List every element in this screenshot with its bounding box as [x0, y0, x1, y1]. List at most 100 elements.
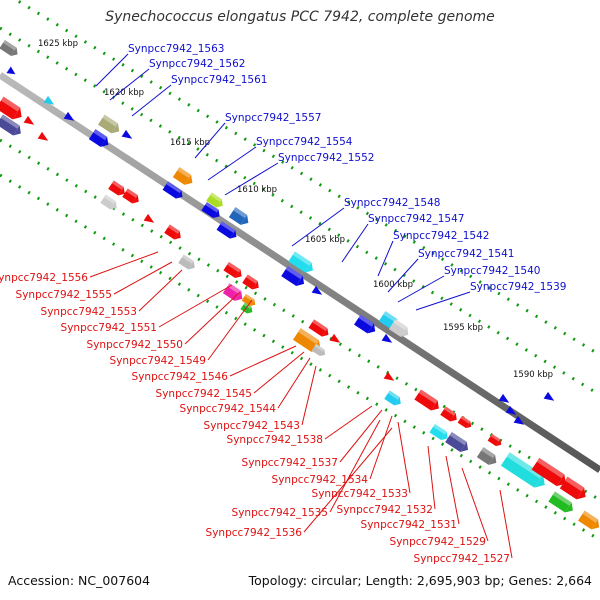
reverse-gene-label: Synpcc7942_1538 [227, 434, 323, 446]
forward-gene-12[interactable] [216, 221, 240, 241]
forward-gene-label: Synpcc7942_1548 [344, 197, 440, 209]
reverse-gene-31[interactable] [548, 491, 576, 515]
forward-gene-label: Synpcc7942_1554 [256, 136, 353, 148]
reverse-gene-10[interactable] [223, 261, 244, 281]
reverse-gene-15[interactable] [308, 319, 332, 339]
reverse-gene-label: Synpcc7942_1531 [361, 519, 457, 531]
scale-label: 1615 kbp [170, 138, 210, 148]
forward-gene-20[interactable] [498, 393, 512, 406]
forward-gene-14[interactable] [281, 266, 307, 289]
reverse-gene-label: Synpcc7942_1549 [110, 355, 206, 367]
forward-gene-2[interactable] [43, 95, 57, 108]
scale-labels: 1625 kbp 1620 kbp 1615 kbp 1610 kbp 1605 kbp… [38, 39, 553, 380]
forward-gene-label: Synpcc7942_1562 [149, 58, 245, 70]
forward-gene-1[interactable] [6, 66, 17, 77]
forward-gene-22[interactable] [513, 415, 527, 428]
reverse-gene-label: Synpcc7942_1537 [242, 457, 338, 469]
scale-label: 1605 kbp [305, 235, 345, 245]
reverse-gene-16[interactable] [329, 333, 343, 346]
scale-label: 1595 kbp [443, 323, 483, 333]
forward-gene-5[interactable] [88, 129, 112, 150]
forward-gene-21[interactable] [505, 405, 519, 418]
forward-strand-genes[interactable] [0, 39, 557, 428]
reverse-gene-7[interactable] [164, 224, 183, 242]
scale-label: 1625 kbp [38, 39, 78, 49]
forward-gene-label: Synpcc7942_1552 [278, 152, 374, 164]
forward-gene-19[interactable] [381, 333, 395, 346]
reverse-gene-4[interactable] [108, 180, 127, 198]
forward-gene-11[interactable] [228, 207, 252, 228]
reverse-gene-label: Synpcc7942_1555 [16, 289, 112, 301]
reverse-gene-18[interactable] [311, 343, 328, 358]
reverse-gene-5[interactable] [122, 188, 141, 206]
reverse-gene-24[interactable] [429, 423, 450, 443]
reverse-gene-21[interactable] [384, 390, 403, 408]
forward-gene-label: Synpcc7942_1542 [393, 230, 489, 242]
reverse-gene-30[interactable] [559, 476, 590, 503]
forward-gene-17[interactable] [354, 314, 378, 337]
forward-gene-0[interactable] [0, 39, 20, 59]
reverse-strand-genes[interactable] [0, 96, 600, 533]
accession-text: Accession: NC_007604 [8, 573, 151, 588]
reverse-gene-label: Synpcc7942_1534 [272, 474, 369, 486]
forward-gene-23[interactable] [543, 391, 557, 404]
forward-gene-18[interactable] [388, 319, 412, 340]
reverse-gene-label: Synpcc7942_1533 [312, 488, 408, 500]
forward-gene-13[interactable] [288, 251, 316, 275]
forward-gene-8[interactable] [162, 181, 186, 201]
reverse-gene-26[interactable] [476, 447, 500, 468]
forward-gene-label: Synpcc7942_1540 [444, 265, 540, 277]
reverse-gene-6[interactable] [100, 194, 119, 212]
forward-gene-label: Synpcc7942_1563 [128, 43, 224, 55]
reverse-gene-9[interactable] [178, 254, 197, 272]
reverse-gene-label: Synpcc7942_1556 [0, 272, 88, 284]
forward-gene-3[interactable] [63, 111, 77, 124]
reverse-gene-label: Synpcc7942_1536 [206, 527, 303, 539]
forward-gene-7[interactable] [172, 167, 196, 188]
reverse-gene-8[interactable] [143, 213, 157, 226]
reverse-gene-11[interactable] [242, 274, 261, 292]
forward-gene-6[interactable] [121, 129, 135, 142]
reverse-gene-label: Synpcc7942_1527 [414, 553, 510, 565]
forward-gene-labels: Synpcc7942_1563Synpcc7942_1562Synpcc7942… [95, 43, 566, 311]
scale-label: 1620 kbp [104, 88, 144, 98]
scale-label: 1600 kbp [373, 280, 413, 290]
topology-summary-text: Topology: circular; Length: 2,695,903 bp… [248, 573, 592, 588]
forward-gene-label: Synpcc7942_1541 [418, 248, 514, 260]
reverse-gene-label: Synpcc7942_1532 [337, 504, 433, 516]
scale-label: 1610 kbp [237, 185, 277, 195]
reverse-gene-3[interactable] [37, 131, 51, 144]
forward-gene-label: Synpcc7942_1539 [470, 281, 566, 293]
forward-gene-label: Synpcc7942_1557 [225, 112, 321, 124]
reverse-gene-label: Synpcc7942_1529 [390, 536, 486, 548]
forward-gene-label: Synpcc7942_1561 [171, 74, 267, 86]
reverse-gene-label: Synpcc7942_1535 [232, 507, 328, 519]
reverse-gene-22[interactable] [440, 406, 459, 424]
reverse-gene-0[interactable] [0, 96, 25, 123]
reverse-gene-32[interactable] [578, 510, 600, 533]
reverse-gene-label: Synpcc7942_1551 [61, 322, 157, 334]
reverse-gene-label: Synpcc7942_1543 [204, 420, 300, 432]
reverse-gene-19[interactable] [383, 371, 397, 384]
reverse-gene-28[interactable] [500, 452, 549, 491]
map-title: Synechococcus elongatus PCC 7942, comple… [105, 9, 495, 25]
forward-gene-15[interactable] [311, 285, 325, 298]
reverse-gene-label: Synpcc7942_1553 [41, 306, 137, 318]
forward-gene-9[interactable] [206, 192, 225, 210]
scale-label: 1590 kbp [513, 370, 553, 380]
reverse-gene-2[interactable] [23, 115, 37, 128]
reverse-gene-label: Synpcc7942_1546 [132, 371, 229, 383]
forward-gene-4[interactable] [98, 114, 122, 137]
reverse-gene-20[interactable] [414, 389, 442, 413]
reverse-gene-27[interactable] [487, 433, 504, 448]
reverse-gene-13[interactable] [241, 293, 258, 308]
forward-gene-label: Synpcc7942_1547 [368, 213, 464, 225]
reverse-gene-label: Synpcc7942_1544 [180, 403, 277, 415]
reverse-gene-1[interactable] [0, 114, 24, 138]
reverse-gene-labels: Synpcc7942_1556Synpcc7942_1555Synpcc7942… [0, 251, 513, 565]
reverse-gene-25[interactable] [445, 432, 471, 455]
reverse-gene-23[interactable] [457, 415, 474, 430]
forward-gene-10[interactable] [201, 201, 222, 221]
